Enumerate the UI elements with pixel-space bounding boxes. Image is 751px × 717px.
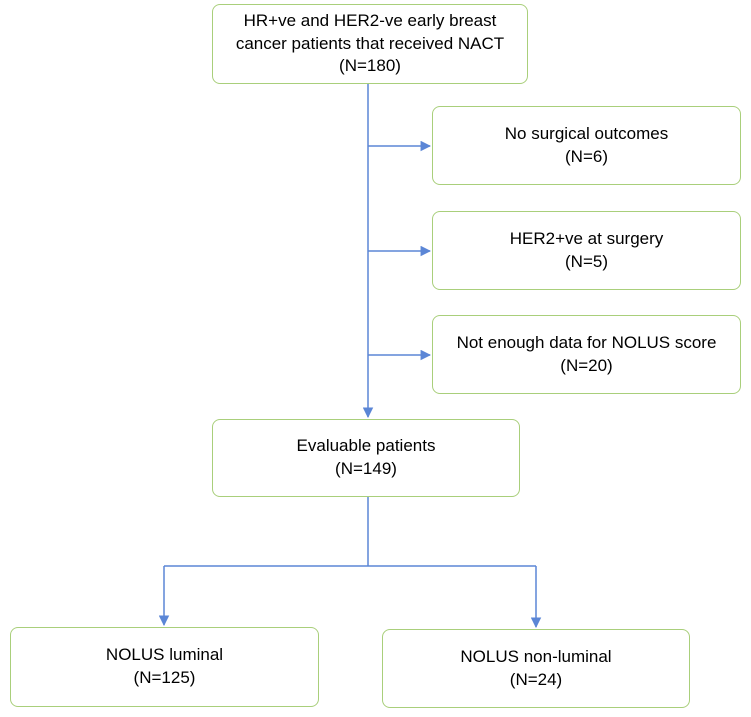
- no-surgical-outcomes-box: No surgical outcomes (N=6): [432, 106, 741, 185]
- evaluable-patients-count: (N=149): [335, 459, 397, 478]
- her2-positive-label: HER2+ve at surgery: [509, 228, 664, 248]
- her2-positive-count: (N=5): [565, 251, 608, 271]
- enrolled-patients-count: (N=180): [339, 56, 401, 76]
- nolus-non-luminal-label: NOLUS non-luminal: [460, 646, 612, 666]
- not-enough-data-box: Not enough data for NOLUS score (N=20): [432, 315, 741, 394]
- not-enough-data-count: (N=20): [560, 355, 613, 375]
- nolus-luminal-count: (N=125): [133, 668, 196, 687]
- nolus-luminal-label: NOLUS luminal: [105, 645, 224, 665]
- no-surgical-outcomes-label: No surgical outcomes: [504, 123, 669, 143]
- evaluable-patients-label: Evaluable patients: [296, 436, 436, 456]
- nolus-non-luminal-box: NOLUS non-luminal (N=24): [382, 629, 690, 708]
- enrolled-patients-line-1: HR+ve and HER2-ve early breast: [243, 10, 497, 30]
- not-enough-data-label: Not enough data for NOLUS score: [456, 332, 717, 352]
- nolus-non-luminal-count: (N=24): [509, 669, 563, 689]
- enrolled-patients-line-2: cancer patients that received NACT: [235, 33, 505, 53]
- her2-positive-box: HER2+ve at surgery (N=5): [432, 211, 741, 290]
- no-surgical-outcomes-count: (N=6): [565, 146, 608, 166]
- enrolled-patients-box: HR+ve and HER2-ve early breast cancer pa…: [212, 4, 528, 84]
- nolus-luminal-box: NOLUS luminal (N=125): [10, 627, 319, 707]
- evaluable-patients-box: Evaluable patients (N=149): [212, 419, 520, 497]
